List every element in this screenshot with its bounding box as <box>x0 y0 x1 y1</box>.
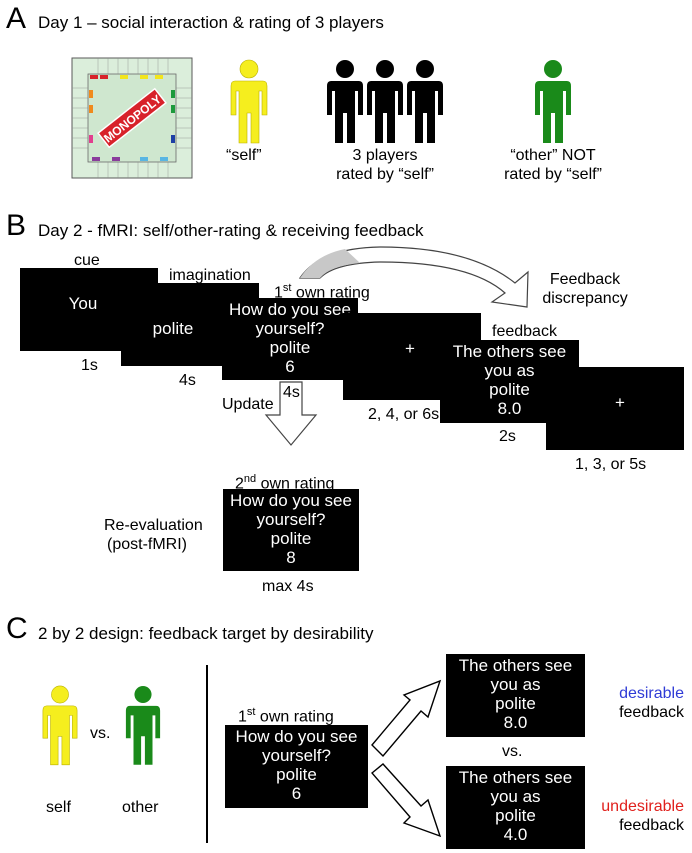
c-first-rating-sup: st <box>246 706 256 718</box>
panel-b-title: Day 2 - fMRI: self/other-rating & receiv… <box>38 221 424 240</box>
reeval-label: Re-evaluation (post-fMRI) <box>104 516 203 554</box>
rating-line-yourself: yourself? <box>255 319 325 338</box>
desirable-label: desirable feedback <box>606 684 684 722</box>
desirable-line-1: The others see <box>458 656 573 675</box>
undesirable-line-1: The others see <box>458 768 573 787</box>
arrow-to-undesirable <box>371 763 442 838</box>
undesirable-line-4: 4.0 <box>503 825 528 844</box>
fixation-cross-2: + <box>615 393 625 412</box>
undesirable-line-2: you as <box>490 787 541 806</box>
c-first-rating-label: 1st own rating <box>238 703 334 726</box>
fixation-screen-2: + <box>546 367 684 450</box>
c-feedback-vs: vs. <box>502 743 523 760</box>
reeval-line-2: (post-fMRI) <box>107 536 187 553</box>
self-label: “self” <box>226 147 262 164</box>
second-rating-line-value: 8 <box>286 548 296 567</box>
imagination-time: 4s <box>179 372 196 389</box>
rating-line-question: How do you see <box>229 300 351 319</box>
monopoly-board: MONOPOLY <box>71 57 193 179</box>
feedback-time: 2s <box>499 428 516 445</box>
undesirable-word: undesirable <box>601 798 684 815</box>
self-figure-icon <box>42 685 78 766</box>
c-first-rating-number: 1 <box>238 708 247 726</box>
c-rating-line-trait: polite <box>276 765 317 784</box>
other-figure-icon <box>125 685 161 765</box>
c-rating-line-yourself: yourself? <box>262 746 331 765</box>
c-rating-line-question: How do you see <box>235 727 358 746</box>
panel-c-title: 2 by 2 design: feedback target by desira… <box>38 624 374 643</box>
undesirable-line-3: polite <box>495 806 536 825</box>
update-label: Update <box>222 396 274 413</box>
feedback-discrepancy-line-2: discrepancy <box>542 290 628 307</box>
undesirable-label: undesirable feedback <box>590 797 684 835</box>
cue-time: 1s <box>81 357 98 374</box>
second-rating-label: 2nd own rating <box>235 470 334 493</box>
c-self-label: self <box>46 799 71 816</box>
undesirable-feedback-screen: The others see you as polite 4.0 <box>446 766 585 849</box>
other-label: “other” NOT rated by “self” <box>488 146 618 184</box>
first-rating-label: 1st own rating <box>274 279 370 302</box>
second-rating-time: max 4s <box>262 578 314 595</box>
cue-label: cue <box>74 252 100 269</box>
first-rating-sup: st <box>282 282 292 294</box>
players-label-line-1: 3 players <box>352 147 418 164</box>
c-rating-screen: How do you see yourself? polite 6 <box>225 725 368 808</box>
desirable-line-4: 8.0 <box>503 713 528 732</box>
panel-a-title: Day 1 – social interaction & rating of 3… <box>38 13 384 32</box>
players-label: 3 players rated by “self” <box>320 146 450 184</box>
cue-text: You <box>68 294 98 313</box>
rating-time: 4s <box>283 384 300 401</box>
rating-screen: How do you see yourself? polite 6 <box>222 298 358 380</box>
arrow-to-desirable <box>371 679 442 758</box>
fixation-cross-1: + <box>405 339 415 358</box>
desirable-line-3: polite <box>495 694 536 713</box>
first-rating-number: 1 <box>274 284 283 302</box>
rating-line-trait: polite <box>269 338 311 357</box>
panel-b-letter: B <box>6 209 27 242</box>
second-rating-line-trait: polite <box>270 529 312 548</box>
desirable-word: desirable <box>619 685 684 702</box>
fixation-1-time: 2, 4, or 6s <box>368 406 440 423</box>
c-rating-line-value: 6 <box>291 784 302 803</box>
feedback-discrepancy-label: Feedback discrepancy <box>530 270 640 308</box>
update-arrow <box>264 381 318 446</box>
feedback-line-4: 8.0 <box>497 399 522 418</box>
feedback-label: feedback <box>492 323 557 340</box>
c-vs-label: vs. <box>90 725 111 742</box>
second-rating-number: 2 <box>235 475 244 493</box>
feedback-line-1: The others see <box>452 342 567 361</box>
other-label-line-2: rated by “self” <box>504 166 602 183</box>
imagination-label: imagination <box>169 267 251 284</box>
desirable-feedback-word: feedback <box>619 704 684 721</box>
second-rating-sup: nd <box>243 473 257 485</box>
imagination-text: polite <box>152 319 194 338</box>
other-label-line-1: “other” NOT <box>510 147 596 164</box>
second-rating-suffix: own rating <box>256 475 335 493</box>
undesirable-feedback-word: feedback <box>619 817 684 834</box>
feedback-discrepancy-line-1: Feedback <box>549 271 621 288</box>
second-rating-screen: How do you see yourself? polite 8 <box>223 489 359 571</box>
second-rating-line-yourself: yourself? <box>256 510 326 529</box>
panel-c-letter: C <box>6 612 28 645</box>
panel-a-letter: A <box>6 2 27 35</box>
desirable-line-2: you as <box>490 675 541 694</box>
second-rating-line-question: How do you see <box>230 491 352 510</box>
fixation-2-time: 1, 3, or 5s <box>575 456 647 473</box>
reeval-line-1: Re-evaluation <box>104 517 203 534</box>
players-label-line-2: rated by “self” <box>336 166 434 183</box>
feedback-line-2: you as <box>484 361 535 380</box>
feedback-line-3: polite <box>489 380 530 399</box>
rating-line-value: 6 <box>285 357 295 376</box>
c-first-rating-suffix: own rating <box>255 708 334 726</box>
desirable-feedback-screen: The others see you as polite 8.0 <box>446 654 585 737</box>
first-rating-suffix: own rating <box>291 284 370 302</box>
c-other-label: other <box>122 799 159 816</box>
